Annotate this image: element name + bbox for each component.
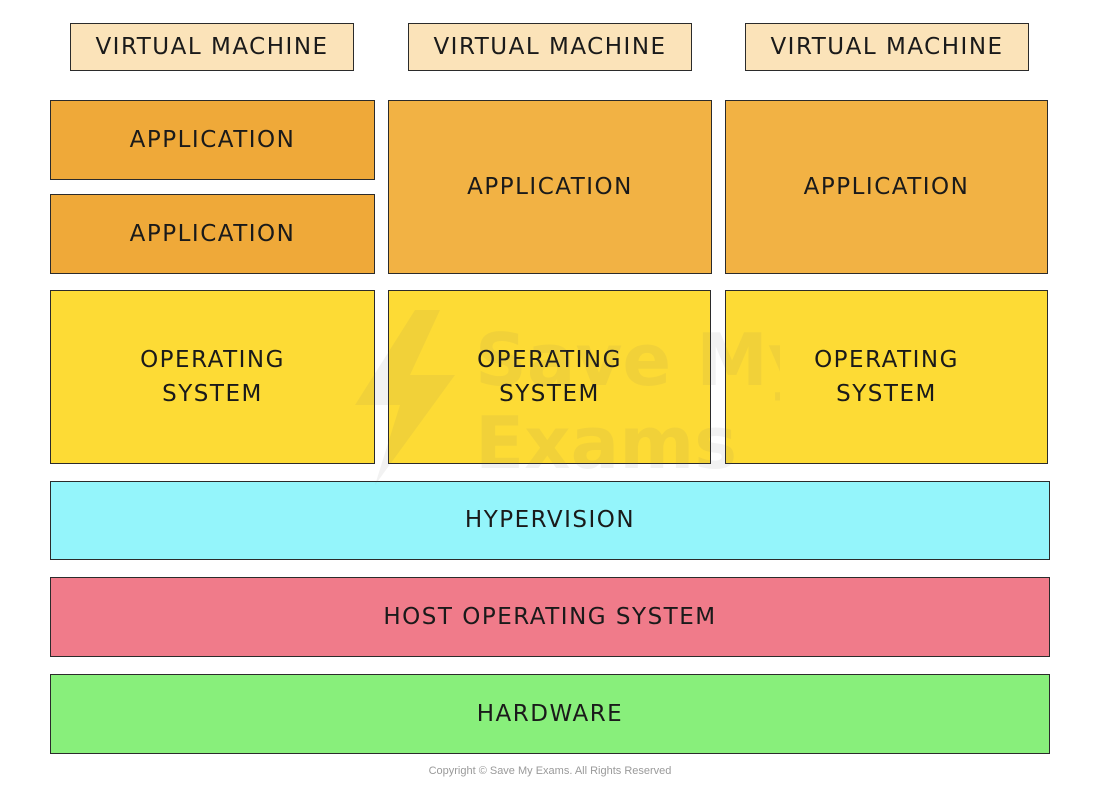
copyright-notice: Copyright © Save My Exams. All Rights Re… xyxy=(428,765,672,777)
hardware-layer: HARDWARE xyxy=(50,674,1050,754)
vm1-operating-system: OPERATING SYSTEM xyxy=(50,290,375,464)
vm3-operating-system: OPERATING SYSTEM xyxy=(725,290,1048,464)
vm2-operating-system: OPERATING SYSTEM xyxy=(388,290,711,464)
vm1-application-1: APPLICATION xyxy=(50,100,375,180)
vm-label-1: VIRTUAL MACHINE xyxy=(70,23,354,71)
vm3-application: APPLICATION xyxy=(725,100,1048,274)
vm-label-3: VIRTUAL MACHINE xyxy=(745,23,1029,71)
hypervision-layer: HYPERVISION xyxy=(50,481,1050,560)
vm2-application: APPLICATION xyxy=(388,100,712,274)
host-os-layer: HOST OPERATING SYSTEM xyxy=(50,577,1050,657)
vm-label-2: VIRTUAL MACHINE xyxy=(408,23,692,71)
vm1-application-2: APPLICATION xyxy=(50,194,375,274)
